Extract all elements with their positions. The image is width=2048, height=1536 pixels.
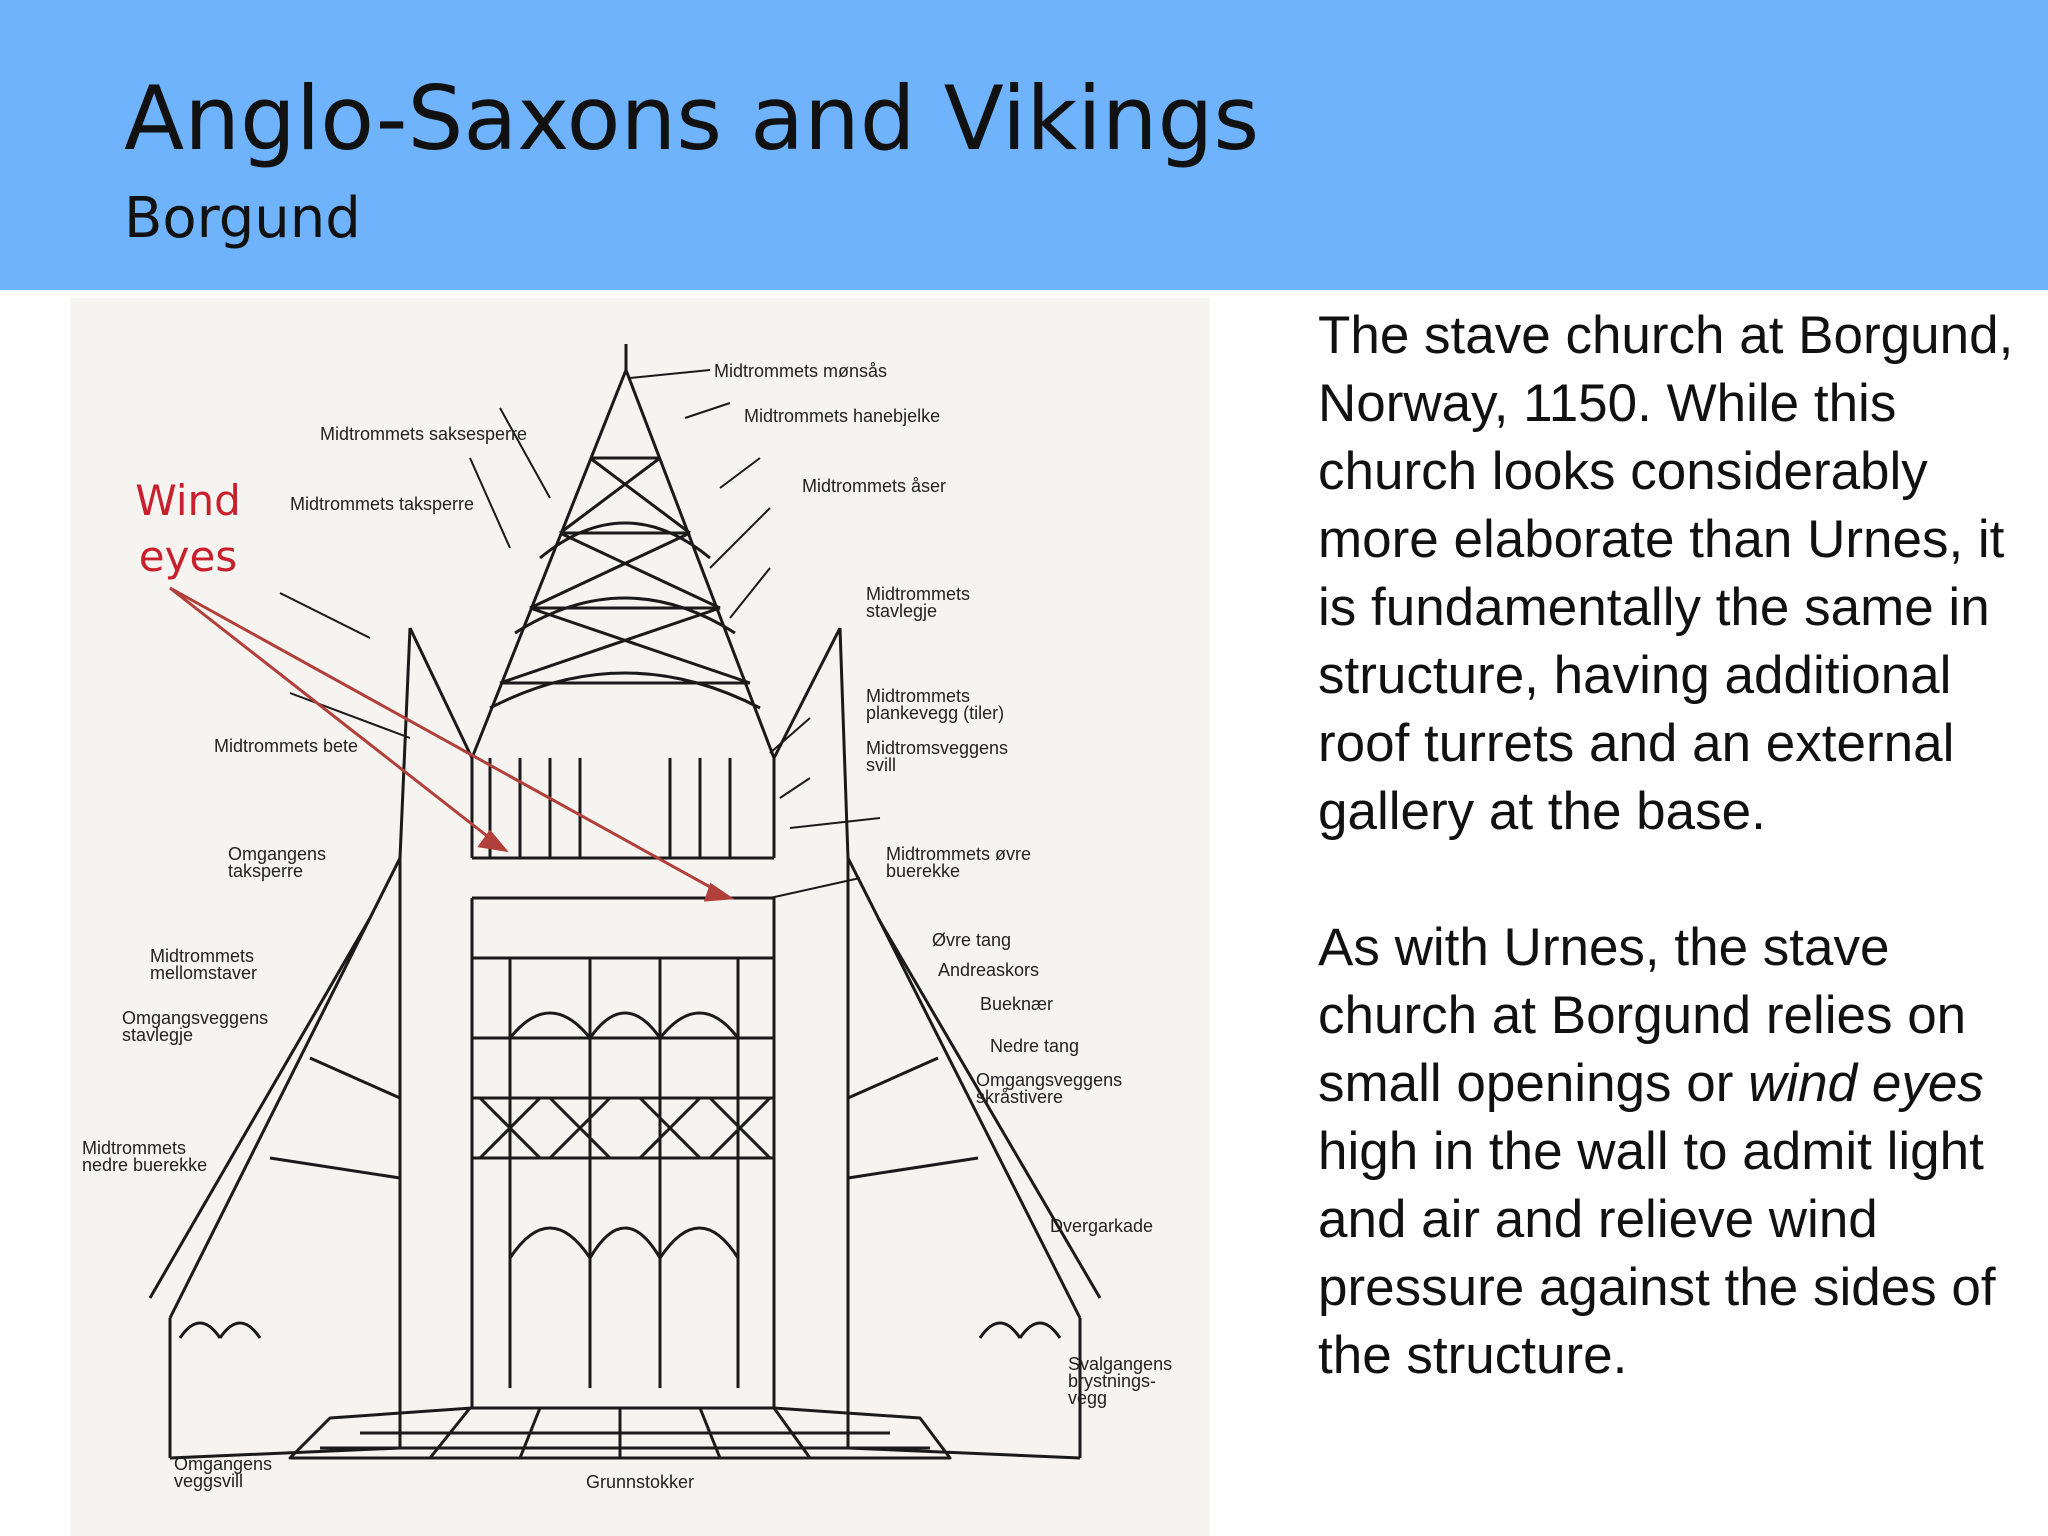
diagram-label: Midtrommets hanebjelke <box>744 406 941 426</box>
diagram-label: Øvre tang <box>932 930 1012 950</box>
diagram-label: Dvergarkade <box>1050 1216 1154 1236</box>
diagram-label: Svalgangens brystnings- vegg <box>1068 1354 1173 1408</box>
diagram-label: Omgangsveggens stavlegje <box>122 1008 269 1045</box>
diagram-label: Midtrommets åser <box>802 476 947 496</box>
diagram-label: Omgangens veggsvill <box>174 1454 273 1491</box>
diagram-label: Midtrommets stavlegje <box>866 584 971 621</box>
slide-subtitle: Borgund <box>124 186 361 251</box>
diagram-label: Nedre tang <box>990 1036 1080 1056</box>
diagram-label: Midtrommets nedre buerekke <box>82 1138 208 1175</box>
diagram-label: Midtrommets øvre buerekke <box>886 844 1032 881</box>
diagram-label: Midtromsveggens svill <box>866 738 1009 775</box>
paragraph-2: As with Urnes, the stave church at Borgu… <box>1318 918 1996 1385</box>
diagram-label: Midtrommets mønsås <box>714 361 888 381</box>
diagram-label: Bueknær <box>980 994 1054 1014</box>
slide-title: Anglo-Saxons and Vikings <box>124 67 1260 170</box>
wind-eyes-emphasis: wind eyes <box>1748 1054 1984 1113</box>
diagram-label: Omgangsveggens skråstivere <box>976 1070 1123 1107</box>
stave-church-diagram: Wind eyes Midtrommets mønsås Midtrommets… <box>70 298 1210 1536</box>
diagram-label: Grunnstokker <box>586 1472 695 1492</box>
description-text: The stave church at Borgund, Norway, 115… <box>1318 302 2030 1390</box>
wind-eyes-label: Wind eyes <box>135 476 241 581</box>
diagram-label: Midtrommets plankevegg (tiler) <box>866 686 1005 723</box>
paragraph-1: The stave church at Borgund, Norway, 115… <box>1318 306 2014 841</box>
diagram-label: Omgangens taksperre <box>228 844 327 881</box>
church-cutaway-drawing <box>148 344 1102 1460</box>
title-banner: Anglo-Saxons and Vikings Borgund <box>0 0 2048 290</box>
diagram-label: Midtrommets bete <box>214 736 359 756</box>
diagram-label: Midtrommets taksperre <box>290 494 475 514</box>
diagram-label: Midtrommets saksesperre <box>320 424 528 444</box>
diagram-label: Andreaskors <box>938 960 1040 980</box>
diagram-label: Midtrommets mellomstaver <box>150 946 258 983</box>
